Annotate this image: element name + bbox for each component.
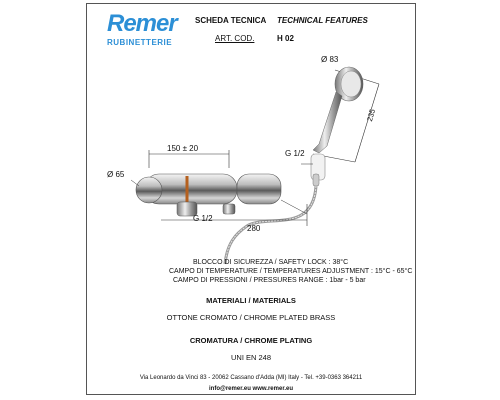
materials-value: OTTONE CROMATO / CHROME PLATED BRASS: [166, 313, 336, 322]
thread-right-label: G 1/2: [285, 149, 305, 158]
plating-standard: UNI EN 248: [230, 353, 272, 362]
footer-contact: info@remer.eu www.remer.eu: [209, 386, 293, 392]
logo-wordmark: Remer: [107, 10, 178, 37]
wall-holder: [301, 153, 326, 187]
logo-subtitle: RUBINETTERIE: [107, 38, 173, 47]
footer-address: Via Leonardo da Vinci 83 - 20062 Cassano…: [139, 375, 363, 381]
length-label: 280: [247, 224, 261, 233]
spacing-dimension: [148, 150, 230, 168]
mixer-body: [135, 173, 282, 217]
spout: [176, 201, 198, 217]
technical-sheet: Remer RUBINETTERIE SCHEDA TECNICA TECHNI…: [86, 3, 416, 395]
materials-title: MATERIALI / MATERIALS: [206, 296, 296, 305]
head-diameter-label: Ø 83: [321, 55, 339, 64]
product-drawing: [130, 66, 380, 265]
scheda-tecnica-label: SCHEDA TECNICA: [195, 16, 267, 25]
body-diameter-label: Ø 65: [107, 170, 125, 179]
thread-left-label: G 1/2: [193, 214, 213, 223]
temperature-range-spec: CAMPO DI TEMPERATURE / TEMPERATURES ADJU…: [169, 268, 413, 275]
art-code-label: ART. COD.: [215, 34, 255, 43]
pressure-range-spec: CAMPO DI PRESSIONI / PRESSURES RANGE : 1…: [173, 277, 366, 284]
safety-lock-spec: BLOCCO DI SICUREZZA / SAFETY LOCK : 38°C: [193, 259, 349, 266]
plating-title: CROMATURA / CHROME PLATING: [189, 336, 313, 345]
left-handle: [135, 176, 163, 204]
right-handle: [236, 173, 282, 205]
technical-features-label: TECHNICAL FEATURES: [277, 16, 368, 25]
brand-logo: Remer RUBINETTERIE: [107, 10, 185, 50]
length-dimension: [161, 199, 308, 226]
diverter: [222, 203, 236, 215]
spacing-label: 150 ± 20: [167, 144, 199, 153]
art-code-value: H 02: [277, 34, 294, 43]
shower-head: [312, 66, 364, 154]
